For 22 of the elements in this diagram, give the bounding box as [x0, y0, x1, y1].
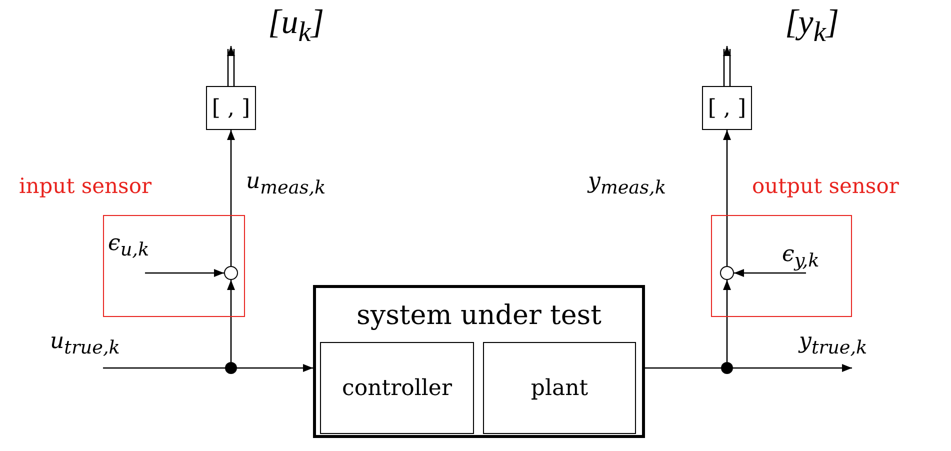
arrow — [227, 130, 235, 266]
system-box — [313, 285, 645, 438]
block-box: [ , ] — [702, 86, 752, 130]
arrow — [723, 45, 731, 87]
block-box: controller — [320, 342, 474, 434]
arrow — [227, 280, 235, 362]
block-box: [ , ] — [206, 86, 256, 130]
sensor-title: output sensor — [752, 174, 899, 198]
sum-circle — [224, 266, 238, 280]
sensor-title: input sensor — [19, 174, 152, 198]
branch-dot — [721, 362, 733, 374]
block-box: plant — [483, 342, 636, 434]
arrow — [145, 269, 224, 277]
arrow — [723, 130, 731, 266]
arrow — [723, 280, 731, 362]
arrow — [734, 269, 806, 277]
arrow — [733, 364, 852, 372]
arrow — [237, 364, 313, 372]
branch-dot — [225, 362, 237, 374]
arrow — [227, 45, 235, 87]
sum-circle — [720, 266, 734, 280]
system-title: system under test — [355, 300, 603, 331]
